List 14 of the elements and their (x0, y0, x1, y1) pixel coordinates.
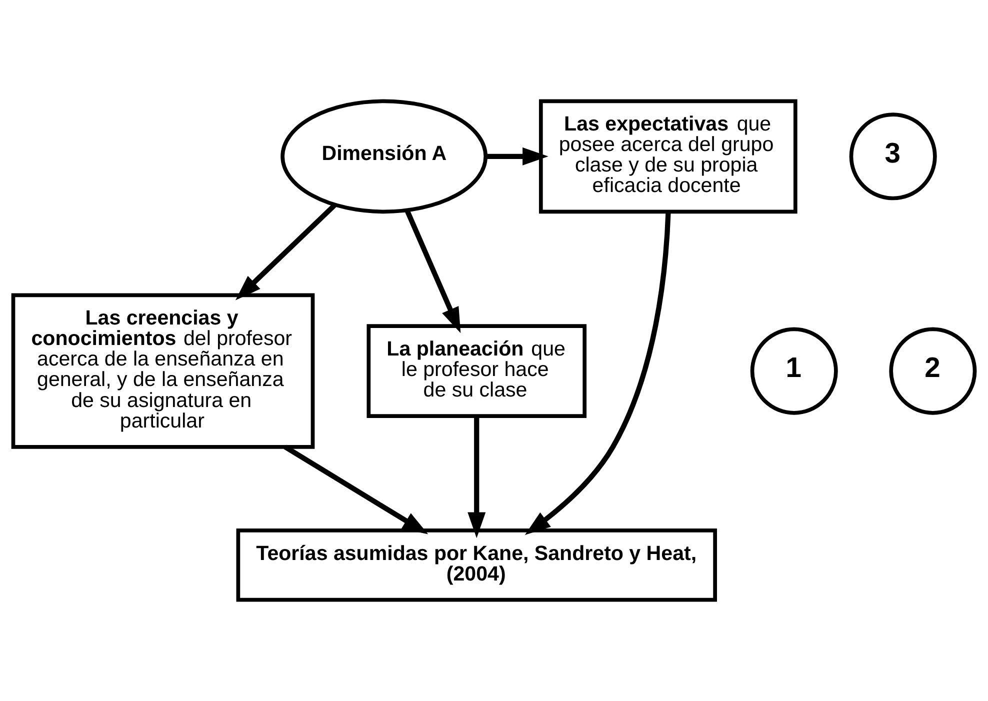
arrow (404, 210, 461, 334)
node-box: La planeación que le profesor hace de su clase (366, 324, 587, 418)
arrow (235, 203, 336, 300)
arrow (486, 147, 548, 166)
node-ellipse: Dimensión A (280, 99, 488, 214)
arrow (284, 444, 428, 534)
node-circle: 2 (889, 327, 977, 415)
node-box: Las creencias y conocimientos del profesor acerca de la enseñanza en general, y de la enseñanza de su asignatura en particular (11, 293, 315, 449)
node-circle: 3 (849, 112, 937, 200)
arrow (468, 416, 486, 538)
arrow (524, 212, 671, 535)
node-box: Las expectativas que posee acerca del grupo clase y de su propia eficacia docente (538, 99, 798, 214)
node-box: Teorías asumidas por Kane, Sandreto y Heat, (2004) (236, 528, 717, 602)
node-circle: 1 (750, 327, 838, 415)
